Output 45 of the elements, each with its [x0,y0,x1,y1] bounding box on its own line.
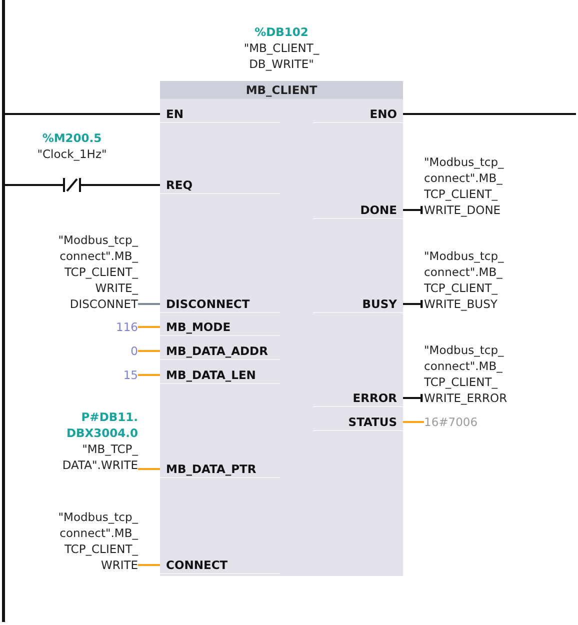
wire [138,374,160,376]
input-pin-label: CONNECT [160,557,280,574]
wire [403,421,424,423]
input-pin-label: EN [160,106,280,123]
output-pin-label: ERROR [313,390,403,407]
tag-label: "MB_TCP_ DATA".WRITE [62,441,138,473]
input-pin-label: MB_DATA_ADDR [160,343,280,360]
input-pin-label: MB_DATA_PTR [160,461,280,478]
constant-value: 0 [100,343,138,359]
wire [118,184,160,186]
tag-label: "Clock_1Hz" [36,146,108,162]
pointer-address: P#DB11. DBX3004.0 [66,409,138,441]
output-pin-label: BUSY [313,296,403,313]
wire [403,394,423,402]
power-rail [2,0,5,622]
wire [403,113,576,115]
tag-label: "Modbus_tcp_ connect".MB_ TCP_CLIENT_ WRITE_ERROR [424,342,508,406]
tag-label: "Modbus_tcp_ connect".MB_ TCP_CLIENT_ WRITE [58,509,138,573]
input-pin-label: DISCONNECT [160,296,280,313]
constant-value: 15 [100,367,138,383]
wire [138,564,160,566]
wire [5,184,26,186]
status-value: 16#7006 [424,414,504,430]
wire [403,206,423,214]
address-label: %M200.5 [41,130,103,146]
wire [5,113,160,115]
tag-label: "Modbus_tcp_ connect".MB_ TCP_CLIENT_ WRITE_DONE [424,154,504,218]
output-pin-label: DONE [313,202,403,219]
constant-value: 116 [100,319,138,335]
tag-label: "Modbus_tcp_ connect".MB_ TCP_CLIENT_ WRITE_BUSY [424,248,504,312]
wire [403,300,423,308]
wire [138,468,160,470]
output-pin-label: ENO [313,106,403,123]
input-pin-label: REQ [160,177,280,194]
output-pin-label: STATUS [313,414,403,431]
input-pin-label: MB_DATA_LEN [160,367,280,384]
instance-db-name: "MB_CLIENT_ DB_WRITE" [244,40,320,72]
instance-db-address: %DB102 [254,24,308,40]
tag-label: "Modbus_tcp_ connect".MB_ TCP_CLIENT_ WRITE_ DISCONNET [58,232,138,312]
wire [138,326,160,328]
function-block [160,81,403,576]
wire [138,303,160,305]
wire [138,350,160,352]
block-title: MB_CLIENT [160,81,403,99]
input-pin-label: MB_MODE [160,319,280,336]
